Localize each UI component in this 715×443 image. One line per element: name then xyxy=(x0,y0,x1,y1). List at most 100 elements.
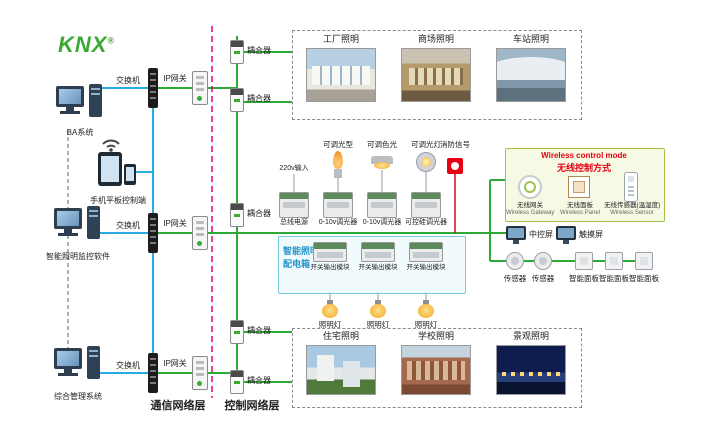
coupler-label: 耦合器 xyxy=(247,94,271,103)
computer-icon xyxy=(54,346,102,388)
lamp-icon xyxy=(370,300,386,318)
wireless-panel-icon xyxy=(568,176,590,198)
load-label: 可调光型 xyxy=(323,140,353,149)
bus-power-module-icon xyxy=(279,192,309,218)
smart-panel-label: 智能面板 xyxy=(599,274,629,283)
monitoring-software-label: 智能照明监控软件 xyxy=(46,252,110,261)
wireless-title-en: Wireless control mode xyxy=(541,151,627,160)
station-lighting-photo xyxy=(496,48,566,102)
coupler-label: 耦合器 xyxy=(247,209,271,218)
lamp-label: 照明灯 xyxy=(366,320,390,329)
landscape-lighting-photo xyxy=(496,345,566,395)
ip-gateway-icon xyxy=(192,216,208,250)
dimmer-module-icon xyxy=(323,192,353,218)
module-label: 可控硅调光器 xyxy=(405,219,447,226)
sensor-icon xyxy=(506,252,524,270)
wireless-panel-label-cn: 无线面板 xyxy=(567,202,593,209)
ip-gateway-icon xyxy=(192,356,208,390)
load-label: 可调光灯 xyxy=(411,140,441,149)
switch-output-module-icon xyxy=(313,242,347,262)
coupler-label: 耦合器 xyxy=(247,46,271,55)
comm-layer-label: 通信网络层 xyxy=(150,400,206,412)
pc-base xyxy=(60,111,80,114)
network-switch-icon xyxy=(148,353,158,393)
spotlight-icon xyxy=(416,152,436,172)
inner-module-label: 开关输出模块 xyxy=(310,264,350,271)
lamp-label: 照明灯 xyxy=(318,320,342,329)
sensor-label: 传感器 xyxy=(531,274,555,283)
lamp-label: 照明灯 xyxy=(414,320,438,329)
lamp-icon xyxy=(418,300,434,318)
photo-label: 工厂照明 xyxy=(322,34,359,44)
wifi-icon xyxy=(102,139,120,152)
switch-output-module-icon xyxy=(409,242,443,262)
sensor-label: 传感器 xyxy=(503,274,527,283)
pc-tower xyxy=(87,206,100,239)
ip-gateway-label: IP网关 xyxy=(163,219,187,228)
wireless-sensor-label-cn: 无线传感器(温湿度) xyxy=(604,202,661,209)
pc-base xyxy=(58,373,78,376)
downlight-icon xyxy=(371,156,393,170)
distribution-box-title-line1: 智能照明 xyxy=(283,246,320,256)
photo-label: 学校照明 xyxy=(417,331,454,341)
knx-logo: KNX® xyxy=(58,32,115,58)
central-screen-label: 中控屏 xyxy=(529,230,553,239)
load-label: 可调色光 xyxy=(367,140,397,149)
smart-panel-icon xyxy=(635,252,653,270)
pc-tower xyxy=(89,84,102,117)
touch-screen-label: 触摸屏 xyxy=(579,230,603,239)
wireless-title-cn: 无线控制方式 xyxy=(556,163,611,173)
ip-gateway-label: IP网关 xyxy=(163,74,187,83)
ip-gateway-label: IP网关 xyxy=(163,359,187,368)
lamp-icon xyxy=(322,300,338,318)
network-switch-icon xyxy=(148,213,158,253)
factory-lighting-photo xyxy=(306,48,376,102)
inner-module-label: 开关输出模块 xyxy=(358,264,398,271)
knx-logo-text: KNX xyxy=(58,32,108,57)
load-label: 消防信号 xyxy=(440,140,470,149)
central-screen-icon xyxy=(506,226,526,244)
school-lighting-photo xyxy=(401,345,471,395)
module-label: 总线电源 xyxy=(280,219,308,226)
computer-icon xyxy=(54,206,102,248)
coupler-icon xyxy=(230,88,244,112)
touch-screen-icon xyxy=(556,226,576,244)
wireless-sensor-icon xyxy=(624,172,638,202)
residence-lighting-photo xyxy=(306,345,376,395)
pc-stand xyxy=(64,229,72,233)
fire-alarm-icon xyxy=(447,158,463,174)
power-input-label: 220v输入 xyxy=(279,165,309,172)
switch-label: 交换机 xyxy=(116,361,140,370)
wireless-panel-label-en: Wireless Panel xyxy=(559,210,600,216)
photo-label: 商场照明 xyxy=(417,34,454,44)
dimmer-module-icon xyxy=(367,192,397,218)
distribution-box-title-line2: 配电箱 xyxy=(283,259,311,269)
smart-panel-icon xyxy=(605,252,623,270)
coupler-label: 耦合器 xyxy=(247,376,271,385)
photo-label: 住宅照明 xyxy=(322,331,359,341)
wireless-gateway-label-cn: 无线网关 xyxy=(517,202,543,209)
control-layer-label: 控制网络层 xyxy=(224,400,280,412)
coupler-icon xyxy=(230,40,244,64)
mall-lighting-photo xyxy=(401,48,471,102)
pc-monitor xyxy=(54,348,82,369)
smart-panel-label: 智能面板 xyxy=(569,274,599,283)
pc-tower xyxy=(87,346,100,379)
coupler-icon xyxy=(230,320,244,344)
computer-icon xyxy=(56,84,104,126)
pc-base xyxy=(58,233,78,236)
switch-label: 交换机 xyxy=(116,221,140,230)
knx-logo-reg: ® xyxy=(107,35,116,46)
wireless-sensor-label-en: Wireless Sensor xyxy=(610,210,654,216)
mobile-control-label: 手机平板控制端 xyxy=(90,196,146,205)
ip-gateway-icon xyxy=(192,71,208,105)
coupler-icon xyxy=(230,370,244,394)
pc-monitor xyxy=(56,86,84,107)
sensor-icon xyxy=(534,252,552,270)
wireless-gateway-icon xyxy=(518,175,542,199)
network-switch-icon xyxy=(148,68,158,108)
pc-stand xyxy=(64,369,72,373)
photo-label: 景观照明 xyxy=(512,331,549,341)
wireless-gateway-label-en: Wireless Gateway xyxy=(506,210,555,216)
